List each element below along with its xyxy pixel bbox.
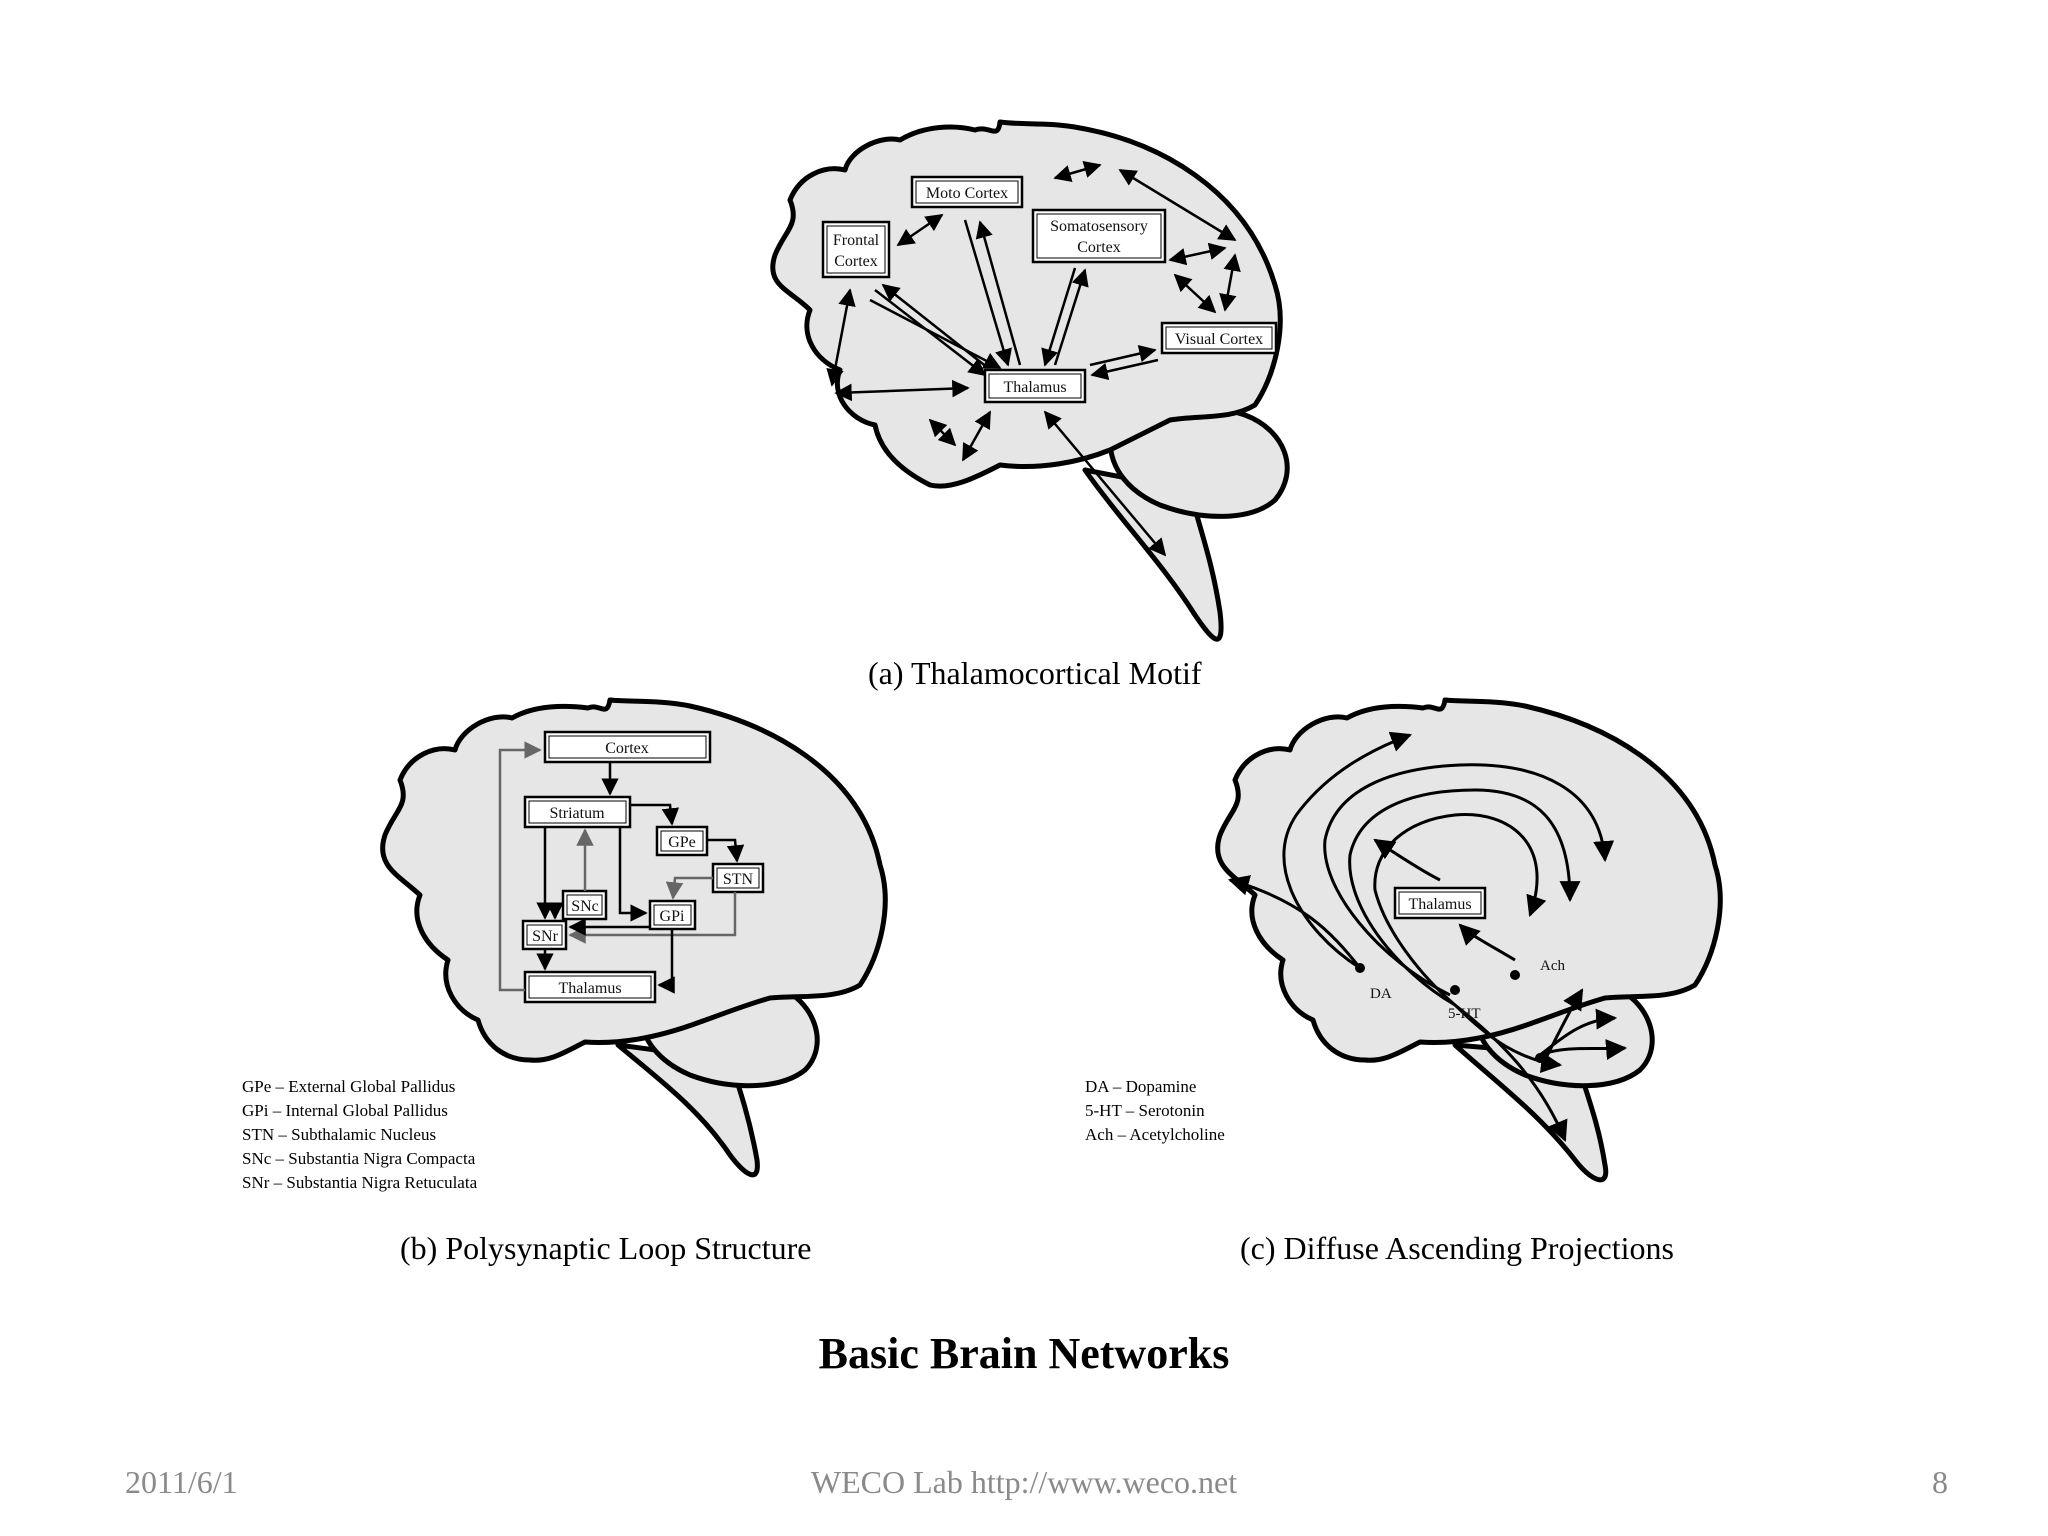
label-somatosensory-line2: Cortex: [1077, 239, 1121, 256]
label-5ht: 5-HT: [1448, 1006, 1481, 1022]
arrows-b: [498, 741, 745, 994]
legend-b-item: GPi – Internal Global Pallidus: [242, 1101, 448, 1120]
label-snr: SNr: [532, 928, 558, 945]
brain-b: Cortex Striatum GPe STN SNc GPi: [380, 697, 888, 1178]
box-snr: SNr: [521, 919, 568, 951]
legend-c: DA – Dopamine 5-HT – Serotonin Ach – Ace…: [1085, 1075, 1225, 1147]
box-gpi: GPi: [648, 899, 697, 931]
box-stn: STN: [711, 862, 765, 894]
legend-b-item: SNc – Substantia Nigra Compacta: [242, 1149, 476, 1168]
label-thalamus-b: Thalamus: [558, 980, 621, 997]
label-gpe: GPe: [668, 834, 696, 851]
box-moto-cortex: Moto Cortex: [910, 175, 1024, 209]
box-cortex-b: Cortex: [543, 730, 712, 764]
footer-date: 2011/6/1: [125, 1464, 238, 1500]
label-visual-cortex: Visual Cortex: [1175, 331, 1263, 348]
label-frontal-cortex-line2: Cortex: [834, 253, 878, 270]
box-snc: SNc: [561, 889, 608, 921]
legend-b-item: STN – Subthalamic Nucleus: [242, 1125, 437, 1144]
label-thalamus-a: Thalamus: [1003, 379, 1066, 396]
legend-c-item: 5-HT – Serotonin: [1085, 1101, 1205, 1120]
brain-c-outline: [1215, 697, 1723, 1063]
brain-a: Moto Cortex Frontal Cortex Somatosensory…: [770, 119, 1290, 642]
label-moto-cortex: Moto Cortex: [926, 185, 1008, 202]
label-cortex-b: Cortex: [605, 740, 649, 757]
label-thalamus-c: Thalamus: [1408, 896, 1471, 913]
legend-b: GPe – External Global Pallidus GPi – Int…: [242, 1075, 477, 1195]
legend-b-item: SNr – Substantia Nigra Retuculata: [242, 1173, 478, 1192]
label-gpi: GPi: [660, 908, 685, 925]
box-thalamus-a: Thalamus: [983, 368, 1087, 404]
caption-b: (b) Polysynaptic Loop Structure: [400, 1230, 812, 1266]
label-somatosensory-line1: Somatosensory: [1050, 218, 1148, 235]
label-da: DA: [1370, 986, 1392, 1002]
projections-c: [1227, 731, 1628, 1142]
box-gpe: GPe: [655, 825, 709, 857]
box-visual-cortex: Visual Cortex: [1160, 321, 1278, 355]
box-striatum: Striatum: [523, 795, 632, 829]
label-stn: STN: [723, 871, 754, 888]
label-snc: SNc: [571, 898, 599, 915]
legend-c-item: Ach – Acetylcholine: [1085, 1125, 1225, 1144]
caption-a: (a) Thalamocortical Motif: [868, 655, 1202, 691]
caption-c: (c) Diffuse Ascending Projections: [1240, 1230, 1674, 1266]
footer-center: WECO Lab http://www.weco.net: [810, 1464, 1238, 1500]
legend-b-item: GPe – External Global Pallidus: [242, 1077, 456, 1096]
label-ach: Ach: [1540, 958, 1565, 974]
slide-title: Basic Brain Networks: [818, 1329, 1230, 1378]
footer-page-number: 8: [1932, 1464, 1948, 1500]
box-somatosensory-cortex: Somatosensory Cortex: [1031, 208, 1167, 264]
brain-b-outline: [380, 697, 888, 1063]
box-frontal-cortex: Frontal Cortex: [821, 220, 891, 279]
brain-c: Thalamus DA 5-HT Ach: [1215, 697, 1723, 1183]
arrows-a: [826, 160, 1241, 557]
label-frontal-cortex-line1: Frontal: [833, 232, 880, 249]
box-thalamus-b: Thalamus: [523, 970, 657, 1004]
label-striatum: Striatum: [549, 805, 605, 822]
legend-c-item: DA – Dopamine: [1085, 1077, 1197, 1096]
box-thalamus-c: Thalamus: [1393, 886, 1487, 920]
